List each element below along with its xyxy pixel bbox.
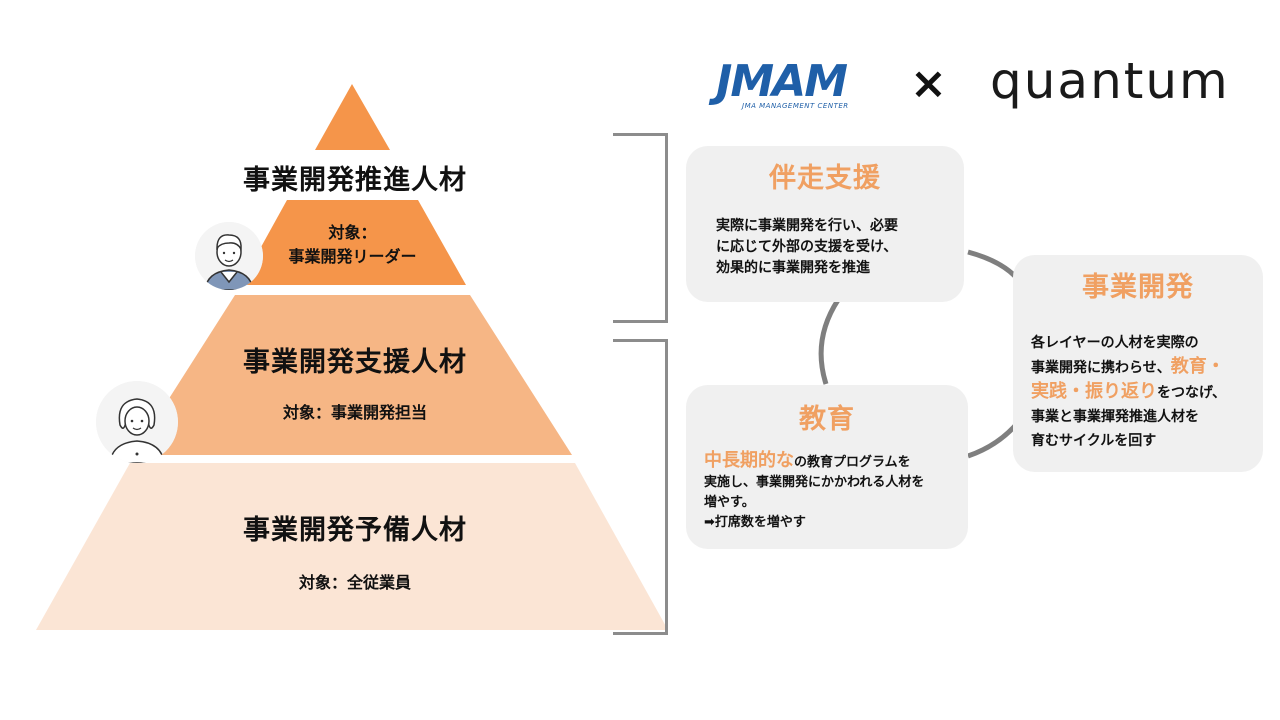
development-line-5: 育むサイクルを回す	[1031, 433, 1157, 449]
development-line-1: 各レイヤーの人材を実際の	[1031, 335, 1199, 351]
bracket-lower	[613, 339, 668, 635]
support-line-1: 実際に事業開発を行い、必要	[716, 218, 898, 234]
development-highlight-1: 教育・	[1170, 356, 1225, 377]
jmam-logo-text: JMAM	[716, 56, 848, 107]
development-highlight-2: 実践・振り返り	[1031, 381, 1157, 402]
person-man-icon	[195, 222, 263, 290]
education-highlight: 中長期的な	[704, 450, 794, 471]
support-box-title: 伴走支援	[769, 163, 881, 194]
tier-top-target-line2: 事業開発リーダー	[288, 247, 417, 266]
tier-bottom-target: 対象：全従業員	[298, 573, 411, 592]
support-box: 伴走支援 実際に事業開発を行い、必要 に応じて外部の支援を受け、 効果的に事業開…	[686, 146, 964, 302]
pyramid-tier-bottom	[36, 463, 668, 630]
jmam-logo: JMAM JMA MANAGEMENT CENTER	[712, 56, 872, 116]
education-line-2: 実施し、事業開発にかかわれる人材を	[704, 475, 925, 490]
education-box-title: 教育	[799, 404, 855, 435]
pyramid-top-tip	[315, 84, 390, 150]
pyramid-tier-middle	[133, 295, 572, 455]
tier-bottom-title: 事業開発予備人材	[243, 515, 467, 546]
avatar-staff	[96, 381, 178, 463]
education-box-text: 中長期的なの教育プログラムを 実施し、事業開発にかかわれる人材を 増やす。 ➡打…	[704, 451, 966, 533]
tier-top-target-line1: 対象：	[328, 223, 377, 242]
cycle-arc-left	[818, 298, 841, 385]
development-box-text: 各レイヤーの人材を実際の 事業開発に携わらせ、教育・ 実践・振り返りをつなげ、 …	[1031, 331, 1263, 453]
collaboration-times-sign: ×	[910, 58, 947, 109]
support-line-3: 効果的に事業開発を推進	[716, 260, 870, 276]
development-line-3: 実践・振り返りをつなげ、	[1031, 381, 1227, 402]
person-woman-icon	[96, 381, 178, 463]
bracket-upper	[613, 133, 668, 323]
education-line-4: ➡打席数を増やす	[704, 515, 806, 530]
tier-middle-title: 事業開発支援人材	[243, 347, 467, 378]
pyramid-tier-top	[240, 200, 466, 285]
education-box: 教育 中長期的なの教育プログラムを 実施し、事業開発にかかわれる人材を 増やす。…	[686, 385, 968, 549]
education-line-3: 増やす。	[704, 495, 755, 510]
support-box-text: 実際に事業開発を行い、必要 に応じて外部の支援を受け、 効果的に事業開発を推進	[716, 216, 956, 279]
tier-top-title: 事業開発推進人材	[243, 165, 467, 196]
avatar-leader	[195, 222, 263, 290]
support-line-2: に応じて外部の支援を受け、	[716, 239, 898, 255]
quantum-logo: quantum	[990, 52, 1230, 110]
tier-middle-target: 対象：事業開発担当	[282, 403, 427, 422]
development-box: 事業開発 各レイヤーの人材を実際の 事業開発に携わらせ、教育・ 実践・振り返りを…	[1013, 255, 1263, 472]
education-line-1: 中長期的なの教育プログラムを	[704, 450, 911, 471]
development-box-title: 事業開発	[1082, 272, 1194, 303]
development-line-4: 事業と事業揮発推進人材を	[1031, 409, 1199, 425]
development-line-2: 事業開発に携わらせ、教育・	[1031, 356, 1225, 377]
jmam-logo-subtext: JMA MANAGEMENT CENTER	[742, 102, 849, 110]
